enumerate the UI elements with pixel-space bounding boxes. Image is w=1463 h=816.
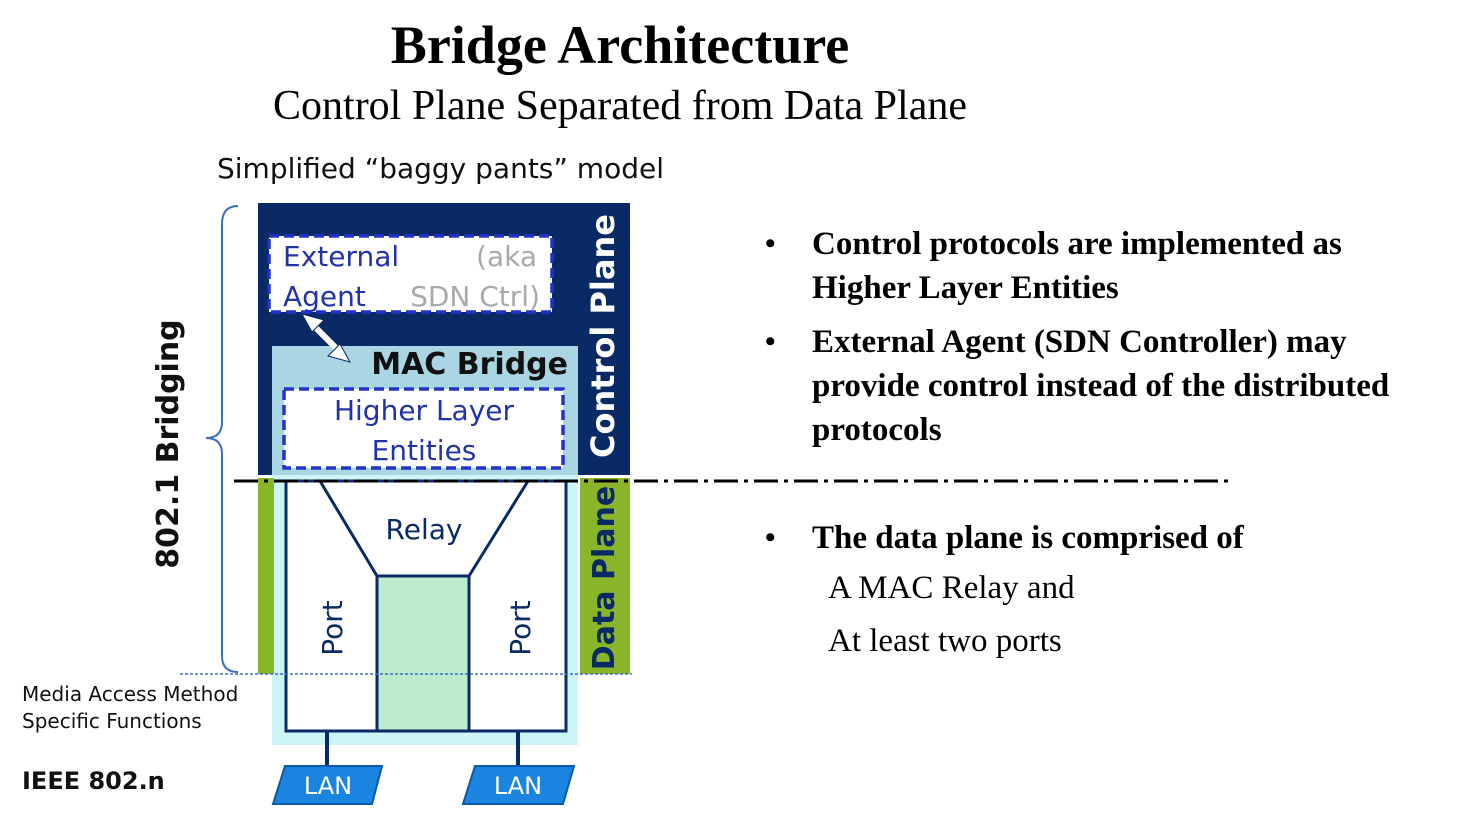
page-subtitle: Control Plane Separated from Data Plane (273, 83, 967, 129)
relay-edge-left (318, 480, 379, 577)
bullet-item-control-protocols: Control protocols are implemented as Hig… (812, 222, 1452, 310)
bullet-line: Control protocols are implemented as (812, 226, 1342, 262)
relay-center-fill (375, 574, 471, 733)
bullet-line: protocols (812, 412, 942, 448)
bullet-item-external-agent: External Agent (SDN Controller) may prov… (812, 320, 1452, 452)
aka-label-line2: SDN Ctrl) (410, 280, 540, 313)
sub-item-two-ports: At least two ports (828, 623, 1062, 659)
lan-right-box (461, 765, 576, 805)
port-right-label: Port (504, 600, 537, 656)
relay-label: Relay (386, 513, 463, 546)
model-caption: Simplified “baggy pants” model (217, 152, 664, 185)
bullet-marker: • (765, 521, 776, 554)
relay-edge-right (467, 480, 530, 577)
port-left-label: Port (316, 600, 349, 656)
lan-left-box (271, 765, 384, 805)
bullet-item-data-plane: The data plane is comprised of (812, 516, 1452, 560)
bullet-line: The data plane is comprised of (812, 520, 1244, 556)
media-access-label-line1: Media Access Method (22, 682, 239, 706)
hle-label-line2: Entities (372, 434, 477, 467)
external-agent-box (267, 234, 554, 314)
bullet-line: Higher Layer Entities (812, 270, 1119, 306)
bullet-marker: • (765, 227, 776, 260)
control-plane-label: Control Plane (584, 214, 622, 458)
data-plane-band (580, 478, 630, 674)
data-plane-label: Data Plane (587, 486, 622, 670)
bridging-brace-icon (205, 205, 239, 673)
external-agent-label-line1: External (283, 240, 399, 273)
bridging-label: 802.1 Bridging (151, 319, 186, 568)
sub-item-mac-relay: A MAC Relay and (828, 570, 1075, 606)
bullet-marker: • (765, 325, 776, 358)
hle-label-line1: Higher Layer (334, 394, 515, 427)
aka-label-line1: (aka (476, 240, 537, 273)
media-access-label: Media Access Method Specific Functions (22, 681, 238, 735)
lan-left-label: LAN (304, 772, 352, 800)
higher-layer-entities-box (282, 387, 565, 470)
ieee-label: IEEE 802.n (22, 767, 165, 795)
bullet-line: provide control instead of the distribut… (812, 368, 1390, 404)
mac-bridge-label: MAC Bridge (371, 347, 568, 382)
data-plane-band-left (258, 478, 274, 674)
media-access-label-line2: Specific Functions (22, 709, 202, 733)
external-agent-label-line2: Agent (283, 280, 366, 313)
bidirectional-arrow-icon (300, 313, 352, 363)
lan-right-label: LAN (494, 772, 542, 800)
page-title: Bridge Architecture (390, 15, 850, 75)
bullet-line: External Agent (SDN Controller) may (812, 324, 1347, 360)
